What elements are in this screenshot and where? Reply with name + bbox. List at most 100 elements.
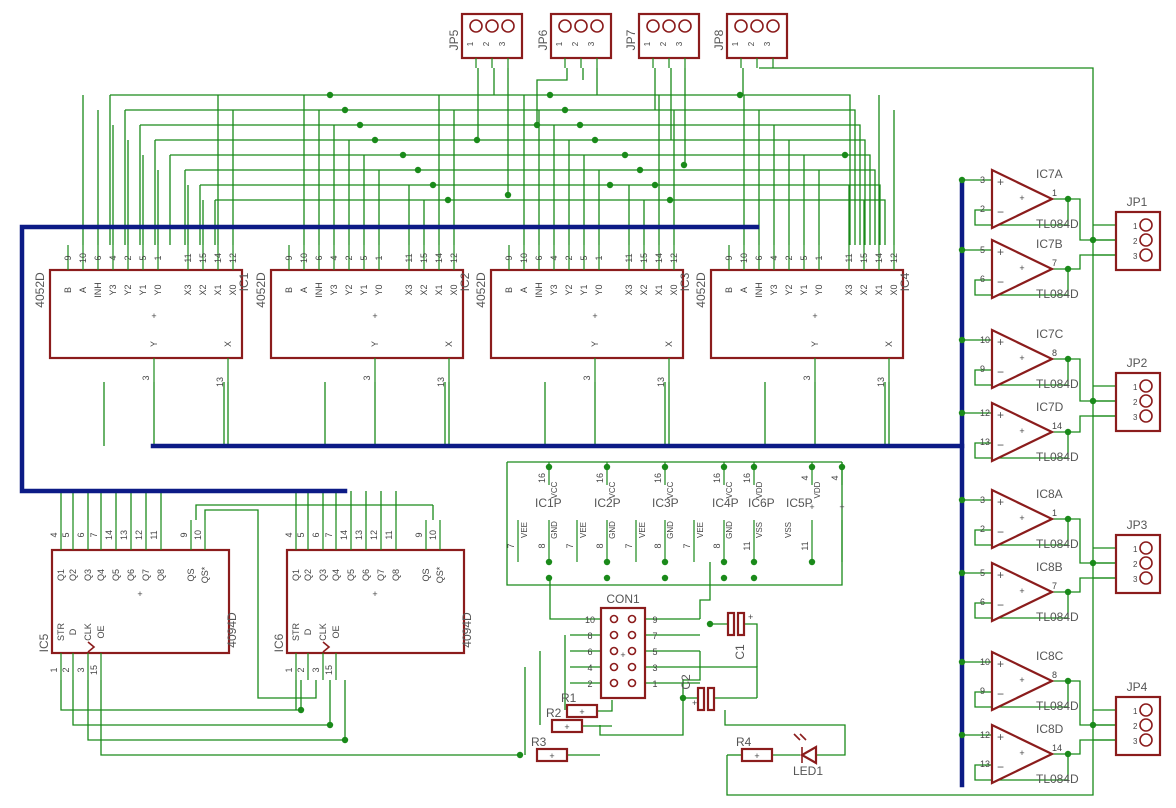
junction-dot: [533, 121, 541, 129]
pin-number: 14: [1052, 743, 1062, 753]
pin-label: Y1: [359, 284, 369, 295]
pin-number: 15: [89, 665, 99, 675]
opamp-type: TL084D: [1036, 699, 1079, 713]
junction-dot: [661, 558, 669, 566]
power-label: VSS: [784, 522, 793, 538]
jumper-pin: [1139, 379, 1153, 393]
connector-pin: [627, 662, 637, 672]
chip-type: 4094D: [460, 612, 474, 648]
jumper-pin: [574, 19, 588, 33]
pin-number: 10: [980, 657, 990, 667]
pin-number: 11: [742, 541, 752, 550]
pin-number: 13: [354, 530, 364, 540]
jumper-pin-number: 3: [675, 41, 684, 46]
wire: [204, 509, 317, 699]
wire: [1070, 739, 1116, 755]
jumper-jp3: [1114, 533, 1162, 595]
power-name: IC2P: [594, 496, 621, 510]
chip-name: IC3: [678, 272, 692, 291]
opamp-plus: +: [997, 408, 1004, 422]
pin-number: 9: [652, 615, 657, 625]
pin-label: STR: [291, 622, 301, 641]
junction-dot: [341, 736, 349, 744]
pin-number: 7: [1052, 581, 1057, 591]
junction-dot: [958, 176, 966, 184]
jumper-pin-number: 1: [1133, 707, 1138, 716]
pin-number: 4: [284, 532, 294, 537]
junction-dot: [326, 721, 334, 729]
capacitor-c1: [726, 611, 736, 637]
jumper-pin: [558, 19, 572, 33]
opamp-minus: −: [997, 598, 1004, 612]
chip-type: 4094D: [225, 612, 239, 648]
jumper-name: JP8: [712, 29, 726, 50]
pin-label: CLK: [83, 623, 93, 641]
wire: [549, 578, 570, 620]
junction-dot: [720, 558, 728, 566]
jumper-pin-number: 2: [659, 41, 668, 46]
origin-mark: +: [137, 589, 142, 599]
jumper-pin: [678, 19, 692, 33]
pin-number: 3: [141, 375, 151, 380]
pin-number: 1: [1052, 508, 1057, 518]
origin-mark: +: [839, 502, 844, 512]
pin-label: Y2: [564, 284, 574, 295]
pin-label: A: [739, 287, 749, 293]
opamp-type: TL084D: [1036, 217, 1079, 231]
bus-left: [19, 224, 760, 494]
opamp-ic8a: [990, 488, 1055, 550]
jumper-pin-number: 2: [747, 41, 756, 46]
jumper-pin: [750, 19, 764, 33]
pin-label: Y: [370, 341, 380, 347]
opamp-name: IC8C: [1036, 649, 1064, 663]
power-name: IC5P: [786, 496, 813, 510]
opamp-name: IC7D: [1036, 400, 1064, 414]
wire: [155, 139, 866, 245]
jumper-pin: [1139, 409, 1153, 423]
pin-number: 16: [742, 473, 752, 483]
pin-number: 15: [859, 253, 869, 263]
pin-label: D: [68, 628, 78, 635]
opamp-ic7a: [990, 168, 1055, 230]
mux-chip-ic3: [489, 268, 685, 360]
opamp-minus: −: [997, 525, 1004, 539]
junction-dot: [546, 91, 554, 99]
wire: [724, 710, 846, 756]
pin-label: INH: [314, 282, 324, 298]
wire: [1070, 518, 1116, 564]
wire: [1070, 577, 1116, 593]
jumper-pin-number: 2: [1133, 398, 1138, 407]
pin-number: 8: [1052, 348, 1057, 358]
chip-name: IC2: [458, 272, 472, 291]
resistor-r3: [535, 747, 569, 763]
pin-number: 2: [296, 667, 306, 672]
pin-label: Y3: [329, 284, 339, 295]
pin-number: 9: [980, 364, 985, 374]
jumper-pin: [485, 19, 499, 33]
connector-pin: [627, 646, 637, 656]
pin-label: X1: [874, 284, 884, 295]
pin-label: Y2: [784, 284, 794, 295]
pin-label: X2: [859, 284, 869, 295]
junction-dot: [958, 409, 966, 417]
pin-number: 4: [800, 475, 810, 480]
pin-number: 2: [61, 667, 71, 672]
origin-mark: +: [372, 589, 377, 599]
pin-label: Q1: [56, 569, 66, 581]
junction-dot: [958, 731, 966, 739]
pin-number: 6: [980, 597, 985, 607]
junction-dot: [414, 166, 422, 174]
pin-label: X2: [639, 284, 649, 295]
mux-chip-ic2: [269, 268, 465, 360]
pin-label: Q8: [156, 569, 166, 581]
pin-label: Q6: [361, 569, 371, 581]
junction-dot: [661, 574, 669, 582]
pin-number: 13: [876, 377, 886, 387]
pin-label: Q7: [141, 569, 151, 581]
origin-mark: +: [1019, 748, 1024, 758]
wire: [60, 680, 302, 711]
pin-number: 12: [369, 530, 379, 540]
pin-label: X: [223, 341, 233, 347]
opamp-plus: +: [997, 568, 1004, 582]
jumper-pin-number: 2: [1133, 237, 1138, 246]
